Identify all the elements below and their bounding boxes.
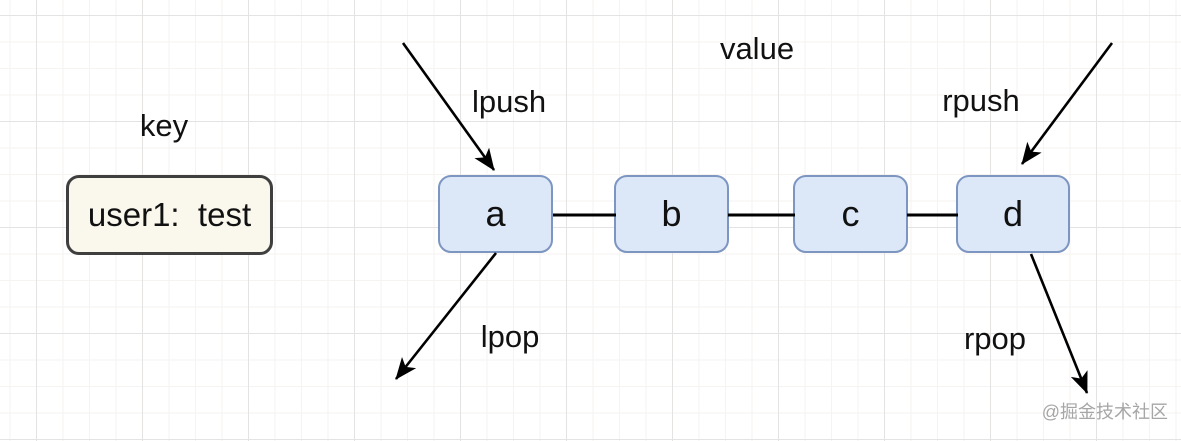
rpop-arrow — [1029, 253, 1089, 394]
node-label: c — [841, 193, 860, 234]
rpop-label: rpop — [963, 321, 1027, 356]
lpush-label: lpush — [471, 84, 547, 119]
list-node-c: c — [793, 175, 908, 253]
lpop-arrow — [394, 252, 498, 380]
rpush-arrow — [1020, 42, 1114, 165]
value-label: value — [719, 31, 795, 66]
watermark: @掘金技术社区 — [1041, 402, 1168, 422]
key-box-text: user1: test — [87, 196, 252, 233]
list-node-b: b — [614, 175, 729, 253]
lpop-label: lpop — [480, 319, 540, 354]
rpush-label: rpush — [942, 83, 1020, 118]
list-node-d: d — [956, 175, 1070, 253]
node-label: b — [661, 193, 682, 234]
key-label: key — [139, 108, 189, 143]
list-node-a: a — [438, 175, 553, 253]
node-label: d — [1002, 193, 1024, 234]
key-box: user1: test — [66, 175, 273, 255]
node-label: a — [485, 193, 506, 234]
